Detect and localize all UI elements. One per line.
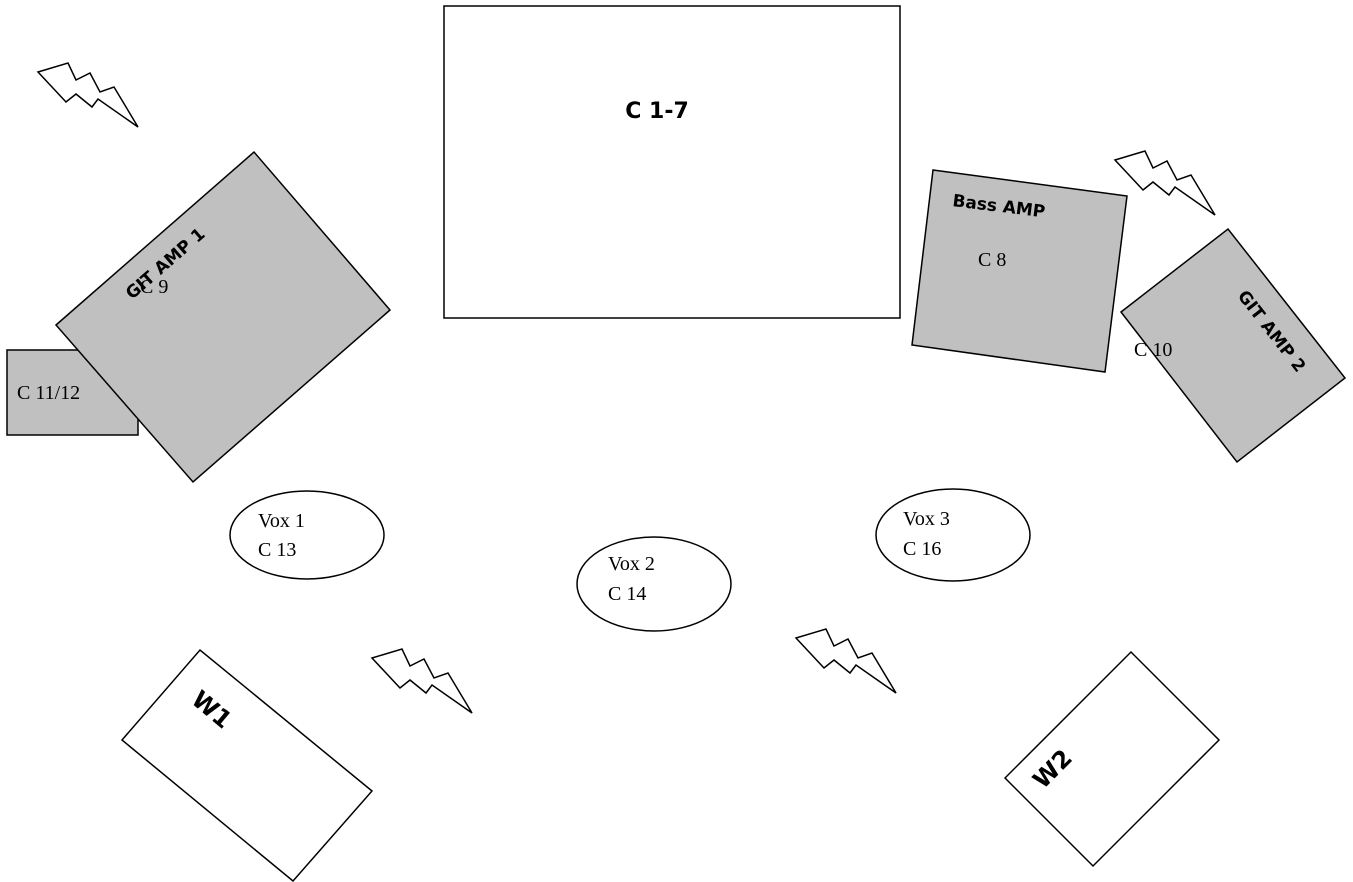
vocal-mic-2: Vox 2 C 14 bbox=[576, 536, 732, 632]
vocal-mic-2-name: Vox 2 bbox=[608, 553, 655, 575]
vocal-mic-3-name: Vox 3 bbox=[903, 508, 950, 530]
lightning-bolt-icon bbox=[371, 648, 473, 714]
guitar-amp-2: GIT AMP 2 C 10 bbox=[1119, 227, 1347, 464]
lightning-bolt-icon bbox=[1114, 150, 1216, 216]
drum-riser-label: C 1-7 bbox=[625, 99, 689, 124]
wedge-monitor-1: W1 bbox=[120, 648, 374, 882]
bass-amp-channel: C 8 bbox=[978, 249, 1006, 271]
vocal-mic-1-channel: C 13 bbox=[258, 539, 296, 561]
drum-riser: C 1-7 bbox=[443, 5, 901, 319]
guitar-amp-2-channel: C 10 bbox=[1134, 339, 1172, 361]
vocal-mic-3-channel: C 16 bbox=[903, 538, 941, 560]
wedge-monitor-2: W2 bbox=[1003, 650, 1221, 868]
guitar-amp-1: GIT AMP 1 C 9 bbox=[54, 150, 392, 484]
lightning-bolt-icon bbox=[37, 62, 139, 128]
vocal-mic-2-channel: C 14 bbox=[608, 583, 646, 605]
vocal-mic-1-name: Vox 1 bbox=[258, 510, 305, 532]
lightning-bolt-icon bbox=[795, 628, 897, 694]
bass-amp: Bass AMP C 8 bbox=[911, 169, 1128, 373]
aux-box-label: C 11/12 bbox=[17, 382, 80, 404]
vocal-mic-3: Vox 3 C 16 bbox=[875, 488, 1031, 582]
guitar-amp-1-channel: C 9 bbox=[140, 276, 168, 298]
vocal-mic-1: Vox 1 C 13 bbox=[229, 490, 385, 580]
